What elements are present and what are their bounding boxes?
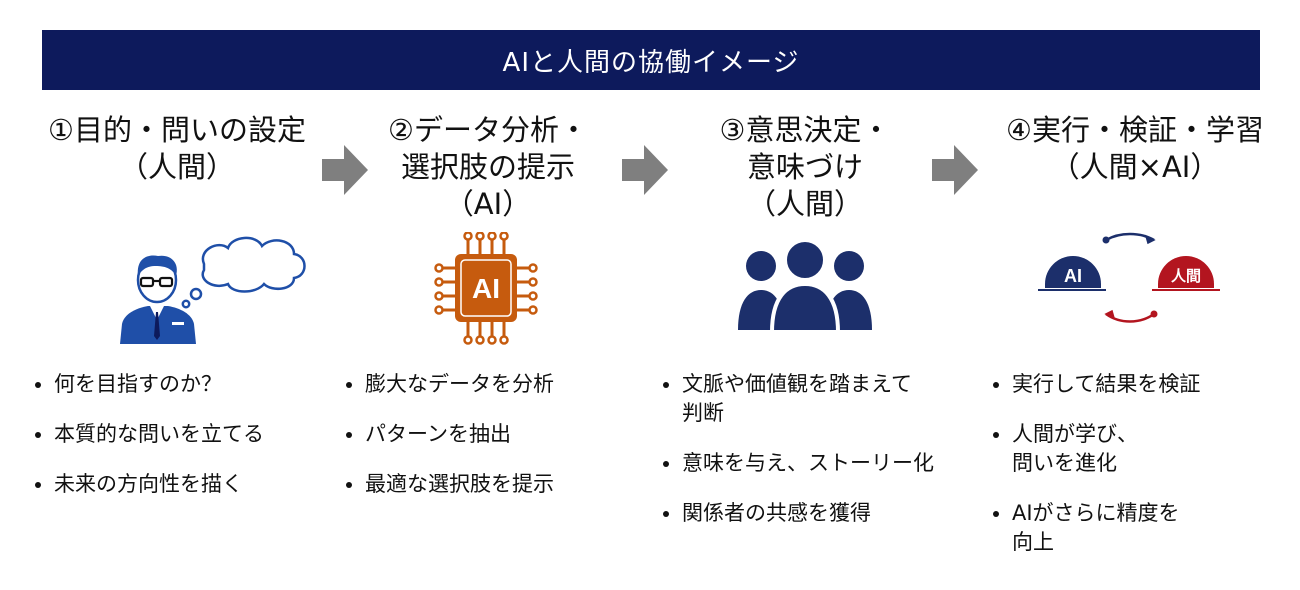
list-item: 未来の方向性を描く xyxy=(32,470,332,499)
list-item: 本質的な問いを立てる xyxy=(32,420,332,449)
person-thinking-icon xyxy=(32,232,322,347)
step-3-title-line-2: 意味づけ xyxy=(746,150,863,184)
diagram-title: AIと人間の協働イメージ xyxy=(502,47,800,78)
step-3-title-line-1: ③意思決定・ xyxy=(719,113,891,147)
step-2-title: ②データ分析・ 選択肢の提示 （AI） xyxy=(343,112,633,223)
step-4-title: ④実行・検証・学習 （人間×AI） xyxy=(990,112,1280,186)
step-4-column: ④実行・検証・学習 （人間×AI） AI 人間 xyxy=(990,112,1280,554)
list-item: 人間が学び、 問いを進化 xyxy=(990,420,1290,478)
ai-chip-icon: AI xyxy=(343,232,633,347)
human-cycle-label: 人間 xyxy=(1171,268,1201,285)
ai-cycle-label: AI xyxy=(1064,266,1082,286)
step-3-column: ③意思決定・ 意味づけ （人間） 文脈や価値観を踏まえて 判断 意味を与え、スト… xyxy=(660,112,950,525)
list-item: 膨大なデータを分析 xyxy=(343,370,643,399)
list-item: 最適な選択肢を提示 xyxy=(343,470,643,499)
list-item: 実行して結果を検証 xyxy=(990,370,1290,399)
list-item: パターンを抽出 xyxy=(343,420,643,449)
step-1-title: ①目的・問いの設定 （人間） xyxy=(32,112,322,186)
step-3-bullet-list: 文脈や価値観を踏まえて 判断 意味を与え、ストーリー化 関係者の共感を獲得 xyxy=(660,370,960,549)
diagram-title-banner: AIと人間の協働イメージ xyxy=(42,30,1260,90)
step-2-column: ②データ分析・ 選択肢の提示 （AI） xyxy=(343,112,633,496)
step-1-title-line-1: ①目的・問いの設定 xyxy=(48,113,306,147)
arrow-right-icon xyxy=(322,145,368,195)
step-4-title-line-1: ④実行・検証・学習 xyxy=(1006,113,1264,147)
list-item: 意味を与え、ストーリー化 xyxy=(660,449,960,478)
ai-human-cycle-icon: AI 人間 xyxy=(990,232,1280,347)
step-4-bullet-list: 実行して結果を検証 人間が学び、 問いを進化 AIがさらに精度を 向上 xyxy=(990,370,1290,578)
step-2-bullet-list: 膨大なデータを分析 パターンを抽出 最適な選択肢を提示 xyxy=(343,370,643,520)
step-3-title: ③意思決定・ 意味づけ （人間） xyxy=(660,112,950,223)
step-1-column: ①目的・問いの設定 （人間） 何を目 xyxy=(32,112,322,496)
step-2-title-line-1: ②データ分析・ xyxy=(388,113,588,147)
list-item: 文脈や価値観を踏まえて 判断 xyxy=(660,370,960,428)
group-people-icon xyxy=(660,232,950,347)
ai-chip-label: AI xyxy=(472,273,500,304)
step-2-title-line-2: 選択肢の提示 xyxy=(400,150,575,184)
arrow-right-icon xyxy=(622,145,668,195)
list-item: 関係者の共感を獲得 xyxy=(660,499,960,528)
arrow-right-icon xyxy=(932,145,978,195)
list-item: 何を目指すのか？ xyxy=(32,370,332,399)
step-4-title-line-2: （人間×AI） xyxy=(1050,150,1220,184)
list-item: AIがさらに精度を 向上 xyxy=(990,499,1290,557)
step-2-title-line-3: （AI） xyxy=(444,187,532,221)
step-3-title-line-3: （人間） xyxy=(746,187,863,221)
step-1-bullet-list: 何を目指すのか？ 本質的な問いを立てる 未来の方向性を描く xyxy=(32,370,332,520)
step-1-title-line-2: （人間） xyxy=(118,150,235,184)
